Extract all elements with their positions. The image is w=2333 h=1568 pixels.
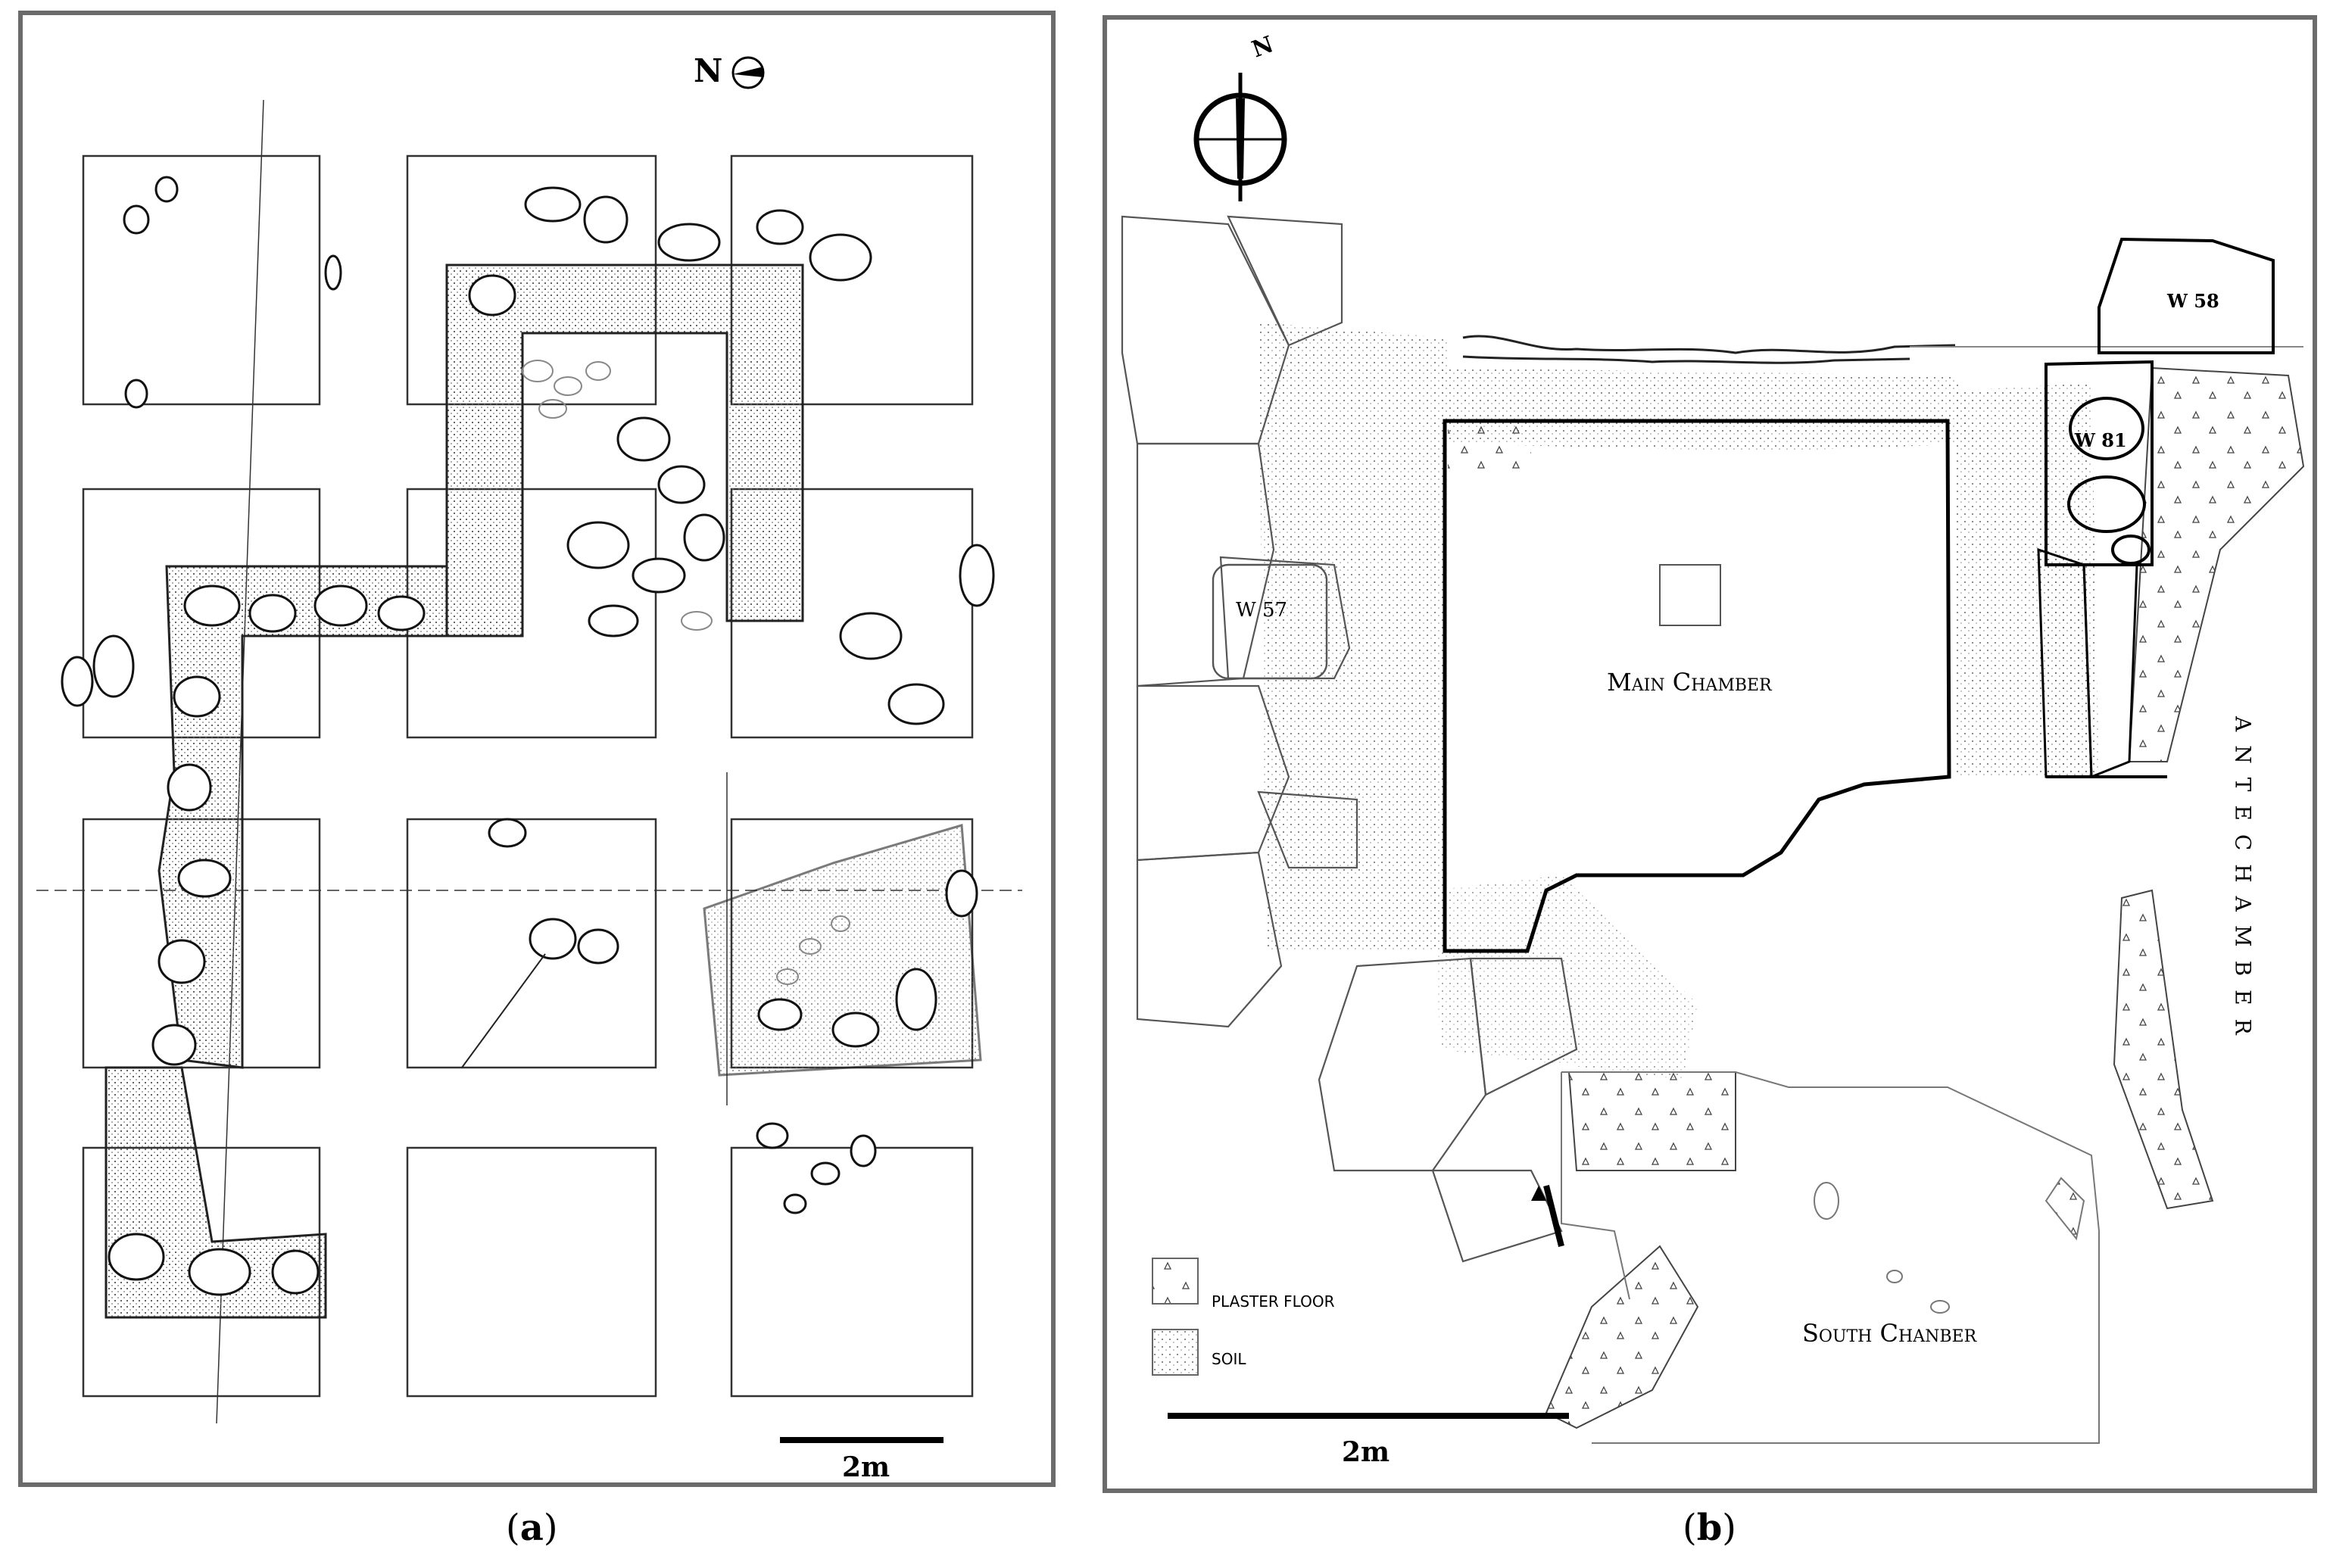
caption-b: (b): [1683, 1507, 1737, 1549]
north-wall-profile: [1462, 335, 1956, 364]
south-chamber-outline: [1561, 1071, 2100, 1444]
north-arrow-icon: [731, 56, 765, 89]
west-wall-stones: [1121, 215, 1578, 1263]
caption-a-letter: a: [519, 1507, 544, 1549]
plan-a-drawing: N 2m: [36, 52, 1022, 1482]
scale-label: 2m: [1342, 1436, 1390, 1468]
panel-a: N 2m: [18, 11, 1056, 1487]
w58-label: W 58: [2166, 290, 2219, 312]
north-label: N: [1249, 31, 1277, 63]
main-chamber-wall: [1443, 419, 1951, 953]
stone-walls: [104, 263, 982, 1319]
north-arrow-icon: [1193, 73, 1287, 201]
legend-soil-label: SOIL: [1212, 1350, 1246, 1368]
entrance-marker: [1543, 1185, 1564, 1247]
plaster-floor-fill: [1448, 366, 2305, 1429]
stones: [61, 176, 995, 1296]
antechamber-label: ANTECHAMBER: [2231, 715, 2256, 1049]
soil-fill: [1259, 323, 2099, 1080]
plan-b-drawing: N: [1121, 31, 2305, 1468]
south-chamber-label: South Chanber: [1802, 1319, 1978, 1348]
w57-label: W 57: [1236, 599, 1287, 622]
legend-soil-swatch: [1152, 1329, 1199, 1376]
legend-plaster-swatch: [1152, 1258, 1199, 1305]
caption-a: (a): [506, 1507, 558, 1549]
floor-feature: [1659, 564, 1721, 626]
w81-stones: [2044, 360, 2154, 566]
scale-label: 2m: [842, 1451, 890, 1482]
w57-block: [1212, 563, 1328, 680]
caption-b-letter: b: [1696, 1507, 1723, 1549]
legend-plaster-label: PLASTER FLOOR: [1212, 1292, 1335, 1311]
w58-block: [2098, 237, 2275, 354]
w81-label: W 81: [2074, 429, 2127, 451]
main-chamber-label: Main Chamber: [1607, 668, 1773, 697]
legend: PLASTER FLOOR SOIL: [1152, 1258, 1335, 1376]
loose-stones: [522, 360, 850, 985]
panel-b: N: [1103, 15, 2317, 1493]
north-label: N: [694, 52, 722, 89]
